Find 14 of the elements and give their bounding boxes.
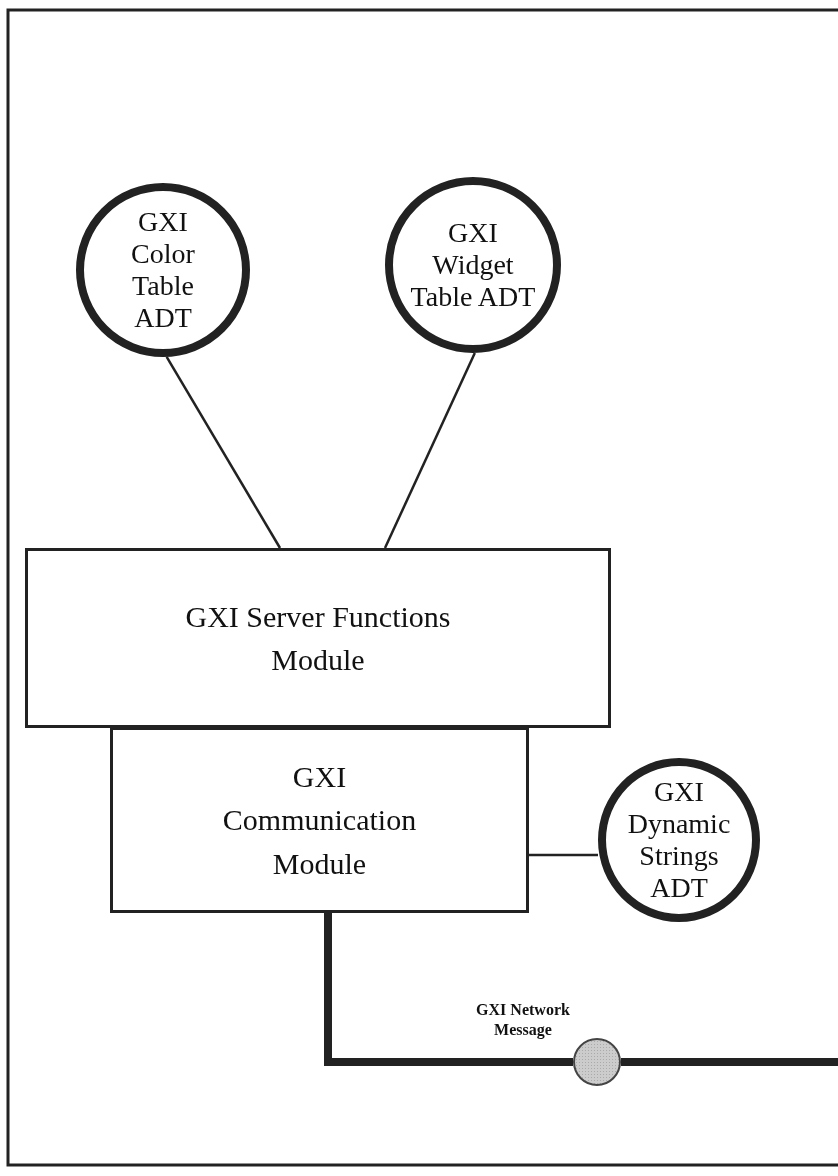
connector-line (529, 853, 598, 857)
connector-line (165, 356, 282, 549)
message-label: GXI Network Message (475, 1000, 571, 1040)
node-label: GXI Dynamic Strings ADT (626, 775, 732, 905)
module-box (110, 727, 529, 913)
node-label: GXI Widget Table ADT (409, 216, 537, 314)
message-circle (573, 1038, 621, 1086)
network-line (621, 1058, 838, 1066)
node-label: GXI Communication Module (221, 758, 418, 882)
module-box (25, 548, 611, 728)
node-label: GXI Color Table ADT (130, 205, 196, 335)
connector-line (383, 352, 476, 549)
node-label: GXI Server Functions Module (184, 598, 452, 678)
network-line (324, 913, 573, 1066)
